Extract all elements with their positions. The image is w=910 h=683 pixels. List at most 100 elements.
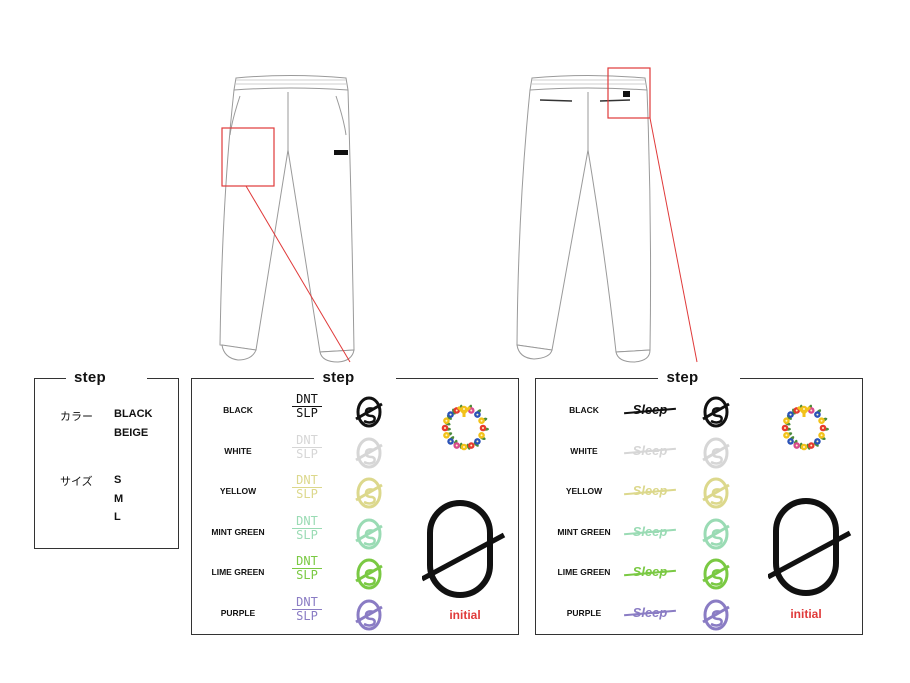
wreath-flower-center	[476, 440, 479, 443]
initial-zero-icon[interactable]	[422, 497, 506, 601]
dntslp-logo-top: DNT	[292, 433, 322, 448]
front-pants-drawing	[219, 75, 355, 363]
wreath-flower-center	[784, 427, 786, 429]
monogram-option-icon[interactable]	[699, 476, 733, 510]
wreath-flower-center	[476, 413, 479, 416]
back-pointer-line	[649, 117, 698, 363]
step2-color-label: WHITE	[224, 445, 252, 456]
monogram-option-icon[interactable]	[699, 557, 733, 591]
dntslp-logo-top: DNT	[292, 555, 322, 569]
sleep-logo-option[interactable]: Sleep	[620, 402, 680, 417]
wreath-flower-center	[816, 440, 819, 443]
size-option-s[interactable]: S	[114, 474, 122, 486]
wreath-flower-center	[820, 434, 823, 437]
dntslp-logo-top: DNT	[292, 393, 322, 407]
wreath-bow	[796, 405, 812, 417]
dntslp-logo-top: DNT	[292, 595, 322, 610]
step2-color-label: BLACK	[223, 405, 253, 415]
flower-wreath-icon[interactable]	[436, 399, 492, 455]
wreath-flower-center	[449, 413, 452, 416]
sleep-logo-option[interactable]: Sleep	[620, 605, 680, 620]
dntslp-logo-bottom: SLP	[296, 608, 318, 623]
sleep-logo-option[interactable]: Sleep	[620, 564, 680, 579]
wreath-flower-center	[789, 413, 792, 416]
wreath-flower-center	[444, 427, 446, 429]
color-option-beige[interactable]: BEIGE	[114, 427, 149, 439]
wreath-flower-center	[803, 408, 805, 410]
wreath-flower-center	[445, 419, 448, 422]
wreath-flower-center	[449, 440, 452, 443]
size-option-m[interactable]: M	[114, 493, 124, 505]
wreath-flower-center	[445, 434, 448, 437]
monogram-option-icon[interactable]	[699, 517, 733, 551]
wreath-flower-center	[803, 446, 805, 448]
sleep-logo-option[interactable]: Sleep	[620, 524, 680, 539]
step1-badge: 1	[109, 369, 140, 384]
step3-color-label: PURPLE	[566, 607, 602, 618]
flower-wreath-icon[interactable]	[776, 399, 832, 455]
wreath-flower-center	[820, 419, 823, 422]
step3-color-label: BLACK	[569, 405, 599, 415]
step2-initial-label: initial	[449, 608, 481, 622]
monogram-option-icon[interactable]	[352, 557, 386, 591]
wreath-flower-center	[785, 434, 788, 437]
step3-color-label: MINT GREEN	[557, 526, 611, 537]
sleep-logo-option[interactable]: Sleep	[620, 483, 680, 498]
color-option-black[interactable]: BLACK	[114, 408, 153, 420]
wreath-flower-center	[810, 444, 813, 447]
size-option-l[interactable]: L	[114, 511, 121, 523]
wreath-flower-center	[480, 419, 483, 422]
monogram-option-icon[interactable]	[352, 476, 386, 510]
wreath-flower-center	[463, 446, 465, 448]
wreath-flower-center	[470, 444, 473, 447]
monogram-option-icon[interactable]	[352, 436, 386, 470]
dntslp-logo-bottom: SLP	[296, 527, 318, 542]
monogram-option-icon[interactable]	[699, 436, 733, 470]
wreath-flower-center	[789, 440, 792, 443]
dntslp-logo-bottom: SLP	[296, 568, 318, 582]
monogram-option-icon[interactable]	[352, 395, 386, 429]
dntslp-logo-bottom: SLP	[296, 487, 318, 501]
wreath-flower-center	[816, 413, 819, 416]
dntslp-logo-bottom: SLP	[296, 446, 318, 461]
wreath-flower-center	[480, 434, 483, 437]
step3-color-label: LIME GREEN	[557, 567, 611, 577]
wreath-flower-center	[463, 408, 465, 410]
step2-badge: 2	[357, 369, 388, 384]
wreath-flower-center	[795, 409, 798, 412]
step2-title-text: step	[322, 369, 355, 386]
front-print-area	[221, 127, 275, 187]
monogram-option-icon[interactable]	[699, 395, 733, 429]
monogram-option-icon[interactable]	[352, 517, 386, 551]
step2-color-label: MINT GREEN	[211, 526, 265, 537]
step3-color-label: YELLOW	[565, 486, 603, 496]
step2-color-label: LIME GREEN	[211, 567, 265, 577]
initial-zero-icon[interactable]	[768, 495, 852, 599]
wreath-flower-center	[822, 427, 824, 429]
step3-title-text: step	[666, 369, 699, 386]
wreath-flower-center	[482, 427, 484, 429]
step2-color-label: YELLOW	[219, 486, 257, 496]
step3-badge: 3	[701, 369, 732, 384]
wreath-flower-center	[470, 409, 473, 412]
monogram-option-icon[interactable]	[352, 598, 386, 632]
step1-title-text: step	[73, 369, 107, 386]
wreath-flower-center	[455, 444, 458, 447]
sleep-logo-option[interactable]: Sleep	[620, 443, 680, 458]
front-pointer-line	[245, 185, 351, 363]
monogram-option-icon[interactable]	[699, 598, 733, 632]
back-pants-drawing	[516, 75, 652, 363]
